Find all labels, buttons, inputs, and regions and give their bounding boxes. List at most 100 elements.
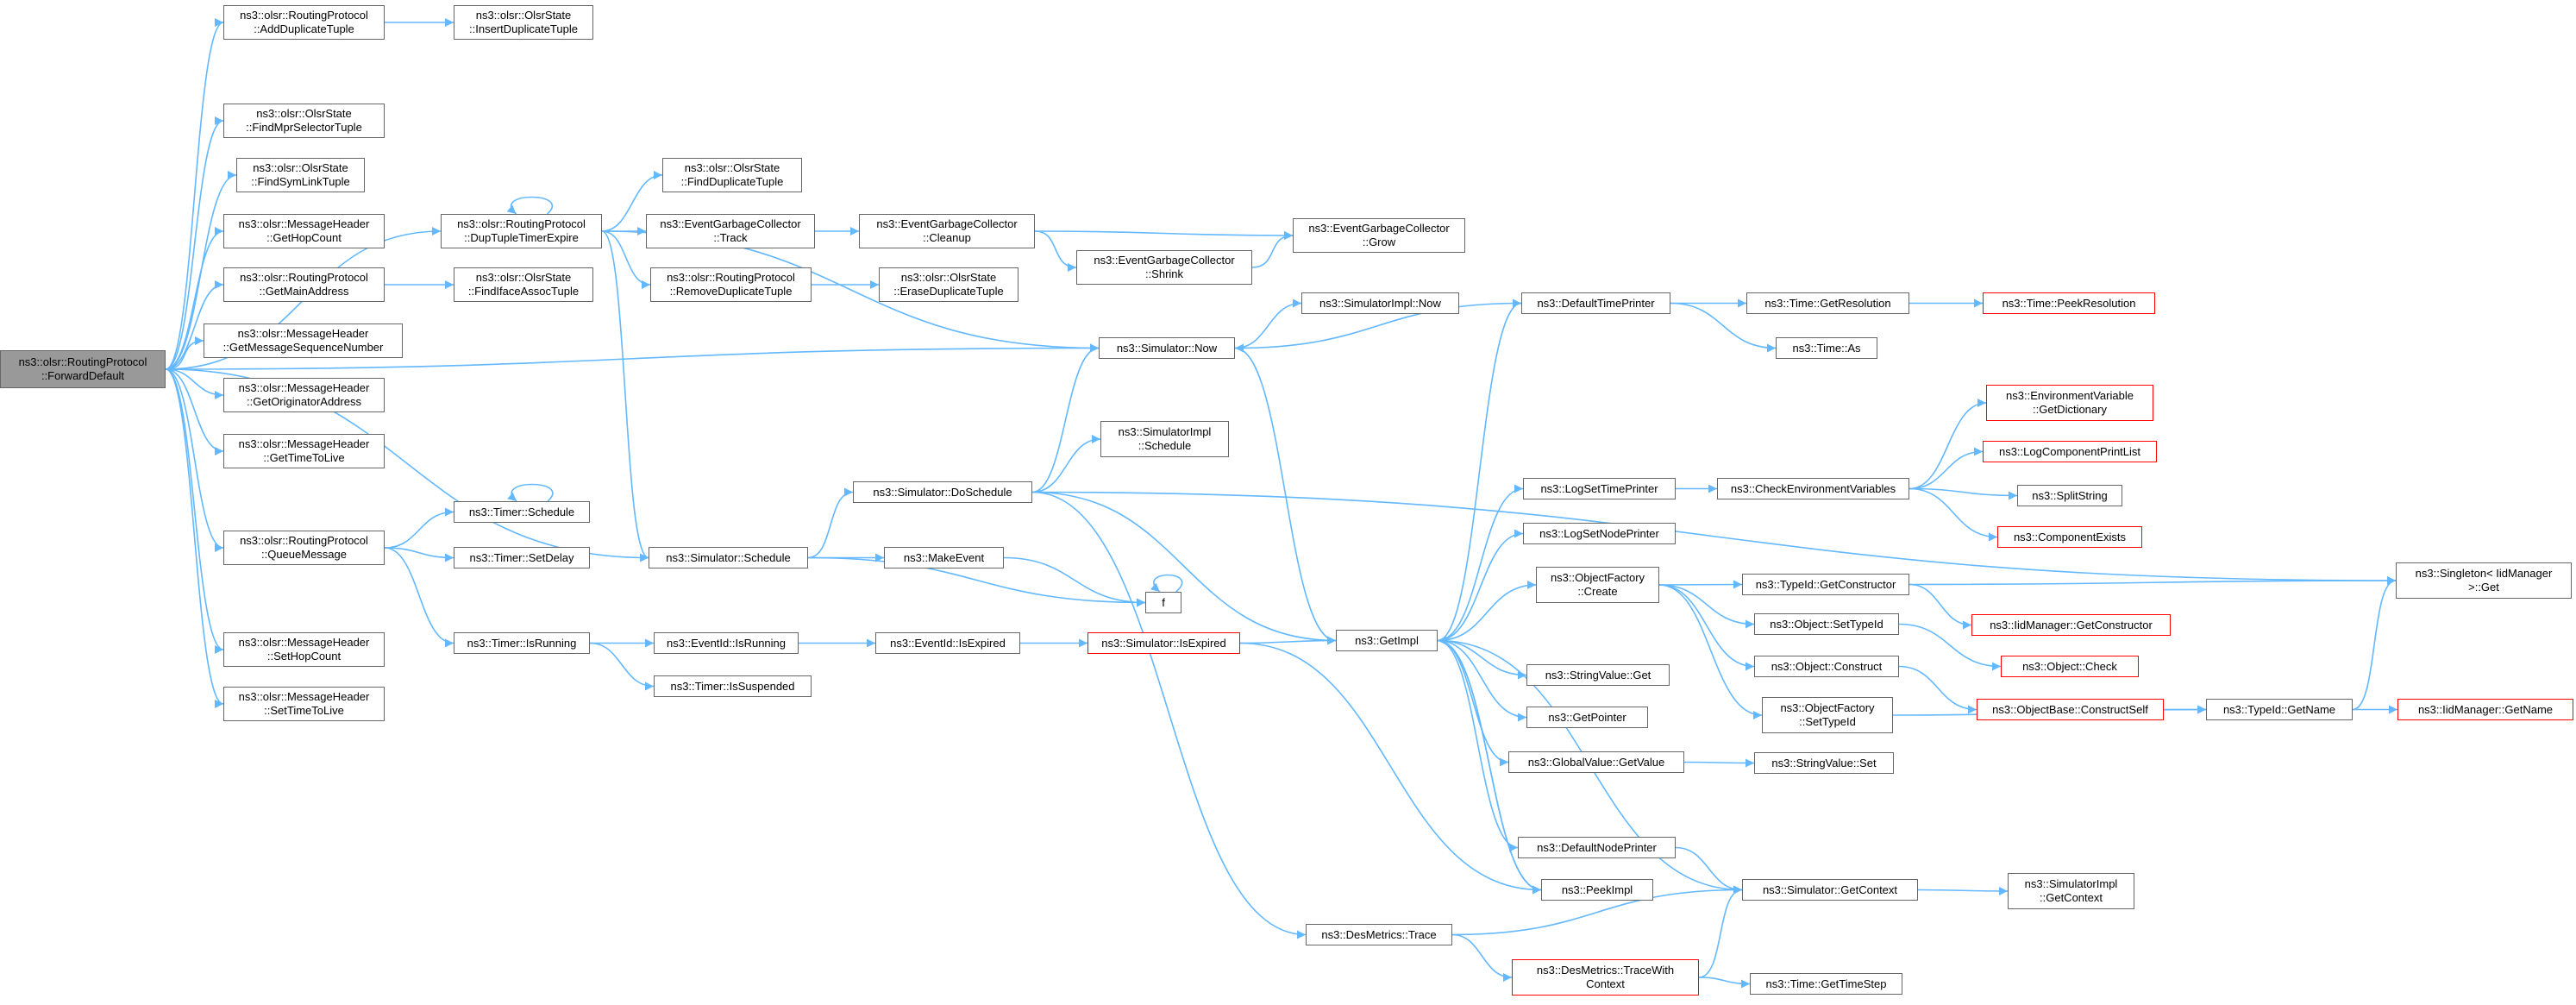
node-log-set-node-printer[interactable]: ns3::LogSetNodePrinter	[1523, 523, 1676, 544]
node-type-id-get-constructor[interactable]: ns3::TypeId::GetConstructor	[1742, 574, 1909, 595]
node-forward-default[interactable]: ns3::olsr::RoutingProtocol::ForwardDefau…	[0, 350, 166, 388]
node-find-mpr-selector-tuple[interactable]: ns3::olsr::OlsrState::FindMprSelectorTup…	[223, 104, 385, 138]
call-edge	[1908, 447, 1984, 490]
node-timer-set-delay[interactable]: ns3::Timer::SetDelay	[454, 547, 590, 568]
node-simulator-get-context[interactable]: ns3::Simulator::GetContext	[1742, 879, 1918, 901]
node-log-component-print-list[interactable]: ns3::LogComponentPrintList	[1983, 441, 2157, 462]
node-simulator-impl-get-context[interactable]: ns3::SimulatorImpl::GetContext	[2008, 873, 2134, 909]
call-edge	[1908, 487, 2018, 500]
node-timer-is-running[interactable]: ns3::Timer::IsRunning	[454, 632, 590, 654]
node-simulator-now[interactable]: ns3::Simulator::Now	[1099, 337, 1235, 359]
node-iid-manager-get-name[interactable]: ns3::IidManager::GetName	[2397, 699, 2573, 720]
node-label-line: ns3::Timer::SetDelay	[469, 550, 574, 564]
node-log-set-time-printer[interactable]: ns3::LogSetTimePrinter	[1523, 478, 1676, 499]
node-singleton-iid-manager-get[interactable]: ns3::Singleton< IidManager>::Get	[2396, 562, 2572, 599]
node-label-line: ns3::EventGarbageCollector	[660, 217, 801, 230]
node-simulator-schedule[interactable]: ns3::Simulator::Schedule	[649, 547, 808, 568]
node-label-line: ns3::olsr::OlsrState	[684, 161, 780, 174]
node-iid-manager-get-constructor[interactable]: ns3::IidManager::GetConstructor	[1971, 614, 2171, 636]
node-simulator-do-schedule[interactable]: ns3::Simulator::DoSchedule	[853, 481, 1032, 503]
call-edge	[1031, 435, 1101, 493]
node-get-main-address[interactable]: ns3::olsr::RoutingProtocol::GetMainAddre…	[223, 267, 385, 302]
node-egc-grow[interactable]: ns3::EventGarbageCollector::Grow	[1293, 218, 1465, 253]
call-edge	[1031, 491, 1307, 939]
node-label-line: ns3::ComponentExists	[2013, 530, 2127, 543]
node-queue-message[interactable]: ns3::olsr::RoutingProtocol::QueueMessage	[223, 531, 385, 565]
node-get-impl[interactable]: ns3::GetImpl	[1336, 630, 1438, 651]
node-string-value-get[interactable]: ns3::StringValue::Get	[1526, 664, 1670, 686]
node-string-value-set[interactable]: ns3::StringValue::Set	[1754, 752, 1894, 774]
node-label-line: >::Get	[2468, 581, 2499, 594]
node-erase-duplicate-tuple[interactable]: ns3::olsr::OlsrState::EraseDuplicateTupl…	[879, 267, 1018, 302]
node-label-line: ns3::olsr::OlsrState	[475, 9, 572, 22]
node-event-id-is-running[interactable]: ns3::EventId::IsRunning	[654, 632, 799, 654]
node-get-originator-address[interactable]: ns3::olsr::MessageHeader::GetOriginatorA…	[223, 378, 385, 412]
node-split-string[interactable]: ns3::SplitString	[2017, 485, 2122, 506]
node-time-peek-resolution[interactable]: ns3::Time::PeekResolution	[1983, 292, 2155, 314]
node-get-hop-count[interactable]: ns3::olsr::MessageHeader::GetHopCount	[223, 214, 385, 248]
node-simulator-is-expired[interactable]: ns3::Simulator::IsExpired	[1087, 632, 1240, 654]
node-label-line: ns3::olsr::RoutingProtocol	[667, 271, 795, 284]
node-label-line: ns3::ObjectFactory	[1550, 571, 1645, 584]
node-add-duplicate-tuple[interactable]: ns3::olsr::RoutingProtocol::AddDuplicate…	[223, 5, 385, 40]
node-check-environment-variables[interactable]: ns3::CheckEnvironmentVariables	[1717, 478, 1909, 499]
call-edge	[601, 171, 663, 232]
node-object-construct[interactable]: ns3::Object::Construct	[1754, 656, 1899, 677]
node-remove-duplicate-tuple[interactable]: ns3::olsr::RoutingProtocol::RemoveDuplic…	[650, 267, 812, 302]
node-get-pointer[interactable]: ns3::GetPointer	[1526, 707, 1648, 728]
node-get-time-to-live[interactable]: ns3::olsr::MessageHeader::GetTimeToLive	[223, 434, 385, 468]
node-event-id-is-expired[interactable]: ns3::EventId::IsExpired	[875, 632, 1020, 654]
node-label-line: ns3::olsr::MessageHeader	[237, 327, 369, 340]
node-timer-is-suspended[interactable]: ns3::Timer::IsSuspended	[654, 675, 812, 697]
node-time-get-resolution[interactable]: ns3::Time::GetResolution	[1746, 292, 1909, 314]
node-dup-tuple-timer-expire[interactable]: ns3::olsr::RoutingProtocol::DupTupleTime…	[441, 214, 602, 248]
node-time-as[interactable]: ns3::Time::As	[1776, 337, 1877, 359]
node-default-time-printer[interactable]: ns3::DefaultTimePrinter	[1521, 292, 1670, 314]
node-label-line: ns3::IidManager::GetName	[2417, 702, 2554, 716]
node-timer-schedule[interactable]: ns3::Timer::Schedule	[454, 501, 590, 523]
node-type-id-get-name[interactable]: ns3::TypeId::GetName	[2206, 699, 2353, 720]
node-default-node-printer[interactable]: ns3::DefaultNodePrinter	[1518, 837, 1676, 858]
node-find-sym-link-tuple[interactable]: ns3::olsr::OlsrState::FindSymLinkTuple	[236, 158, 365, 192]
node-egc-track[interactable]: ns3::EventGarbageCollector::Track	[646, 214, 815, 248]
node-set-hop-count[interactable]: ns3::olsr::MessageHeader::SetHopCount	[223, 632, 385, 667]
node-des-metrics-trace[interactable]: ns3::DesMetrics::Trace	[1306, 924, 1452, 945]
node-f[interactable]: f	[1145, 592, 1181, 613]
node-object-set-type-id[interactable]: ns3::Object::SetTypeId	[1754, 613, 1899, 635]
node-component-exists[interactable]: ns3::ComponentExists	[1997, 526, 2142, 548]
node-label-line: ns3::SimulatorImpl::Now	[1319, 296, 1441, 310]
node-label-line: ns3::IidManager::GetConstructor	[1990, 618, 2153, 631]
node-egc-shrink[interactable]: ns3::EventGarbageCollector::Shrink	[1076, 250, 1252, 285]
call-edge	[1437, 529, 1524, 642]
node-label-line: ::ForwardDefault	[41, 369, 125, 382]
node-label-line: ns3::LogSetNodePrinter	[1539, 526, 1659, 540]
node-object-check[interactable]: ns3::Object::Check	[2001, 656, 2139, 677]
node-label-line: ns3::Time::PeekResolution	[2002, 296, 2136, 310]
node-egc-cleanup[interactable]: ns3::EventGarbageCollector::Cleanup	[859, 214, 1035, 248]
node-simulator-impl-now[interactable]: ns3::SimulatorImpl::Now	[1301, 292, 1459, 314]
node-get-message-sequence-number[interactable]: ns3::olsr::MessageHeader::GetMessageSequ…	[204, 323, 403, 358]
node-label-line: ns3::Simulator::IsExpired	[1101, 636, 1226, 650]
node-find-duplicate-tuple[interactable]: ns3::olsr::OlsrState::FindDuplicateTuple	[662, 158, 802, 192]
node-find-iface-assoc-tuple[interactable]: ns3::olsr::OlsrState::FindIfaceAssocTupl…	[454, 267, 593, 302]
node-label-line: ns3::GetImpl	[1355, 633, 1419, 647]
node-global-value-get-value[interactable]: ns3::GlobalValue::GetValue	[1508, 751, 1684, 773]
node-object-base-construct-self[interactable]: ns3::ObjectBase::ConstructSelf	[1977, 699, 2164, 720]
call-edge	[506, 196, 554, 215]
node-peek-impl[interactable]: ns3::PeekImpl	[1541, 879, 1653, 901]
node-label-line: ::FindDuplicateTuple	[680, 175, 784, 188]
node-label-line: ns3::MakeEvent	[903, 550, 985, 564]
node-simulator-impl-schedule[interactable]: ns3::SimulatorImpl::Schedule	[1100, 421, 1229, 457]
node-environment-variable-get-dictionary[interactable]: ns3::EnvironmentVariable::GetDictionary	[1986, 385, 2153, 421]
node-time-get-time-step[interactable]: ns3::Time::GetTimeStep	[1750, 973, 1902, 995]
node-object-factory-create[interactable]: ns3::ObjectFactory::Create	[1536, 567, 1659, 603]
node-label-line: ns3::olsr::RoutingProtocol	[18, 355, 147, 368]
node-make-event[interactable]: ns3::MakeEvent	[884, 547, 1004, 568]
node-label-line: ::DupTupleTimerExpire	[464, 231, 579, 244]
node-label-line: ::RemoveDuplicateTuple	[669, 285, 793, 298]
node-insert-duplicate-tuple[interactable]: ns3::olsr::OlsrState::InsertDuplicateTup…	[454, 5, 593, 40]
node-set-time-to-live[interactable]: ns3::olsr::MessageHeader::SetTimeToLive	[223, 687, 385, 721]
node-object-factory-set-type-id[interactable]: ns3::ObjectFactory::SetTypeId	[1762, 697, 1893, 733]
call-edge	[1908, 583, 1972, 630]
